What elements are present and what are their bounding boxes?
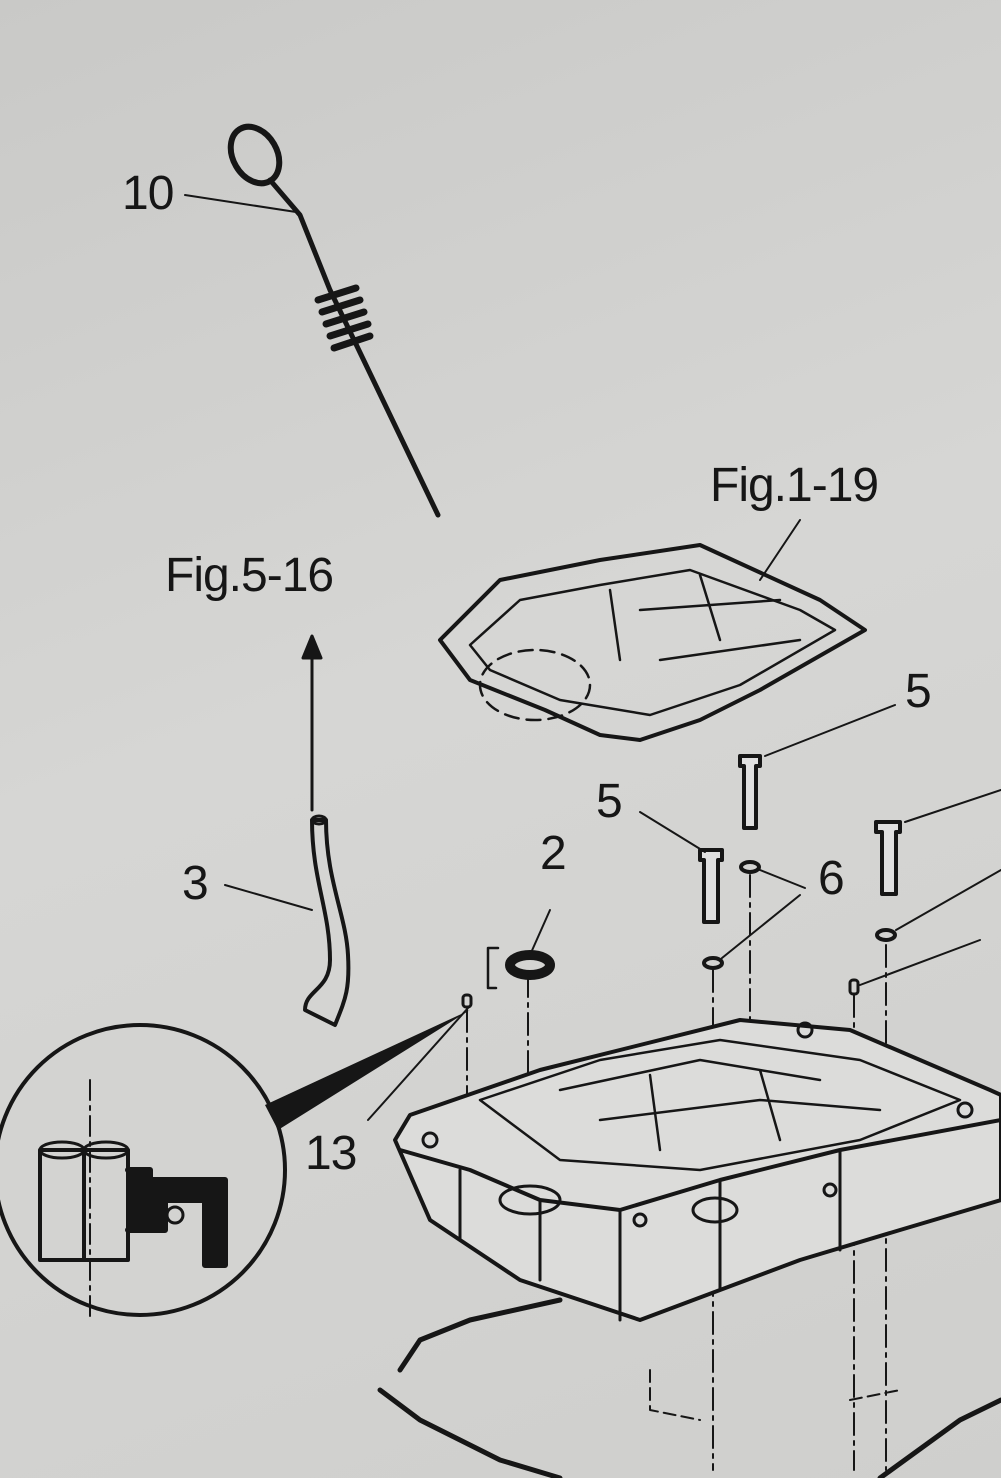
oil-pan-housing xyxy=(393,1018,1001,1322)
pins xyxy=(367,939,981,1121)
bolts xyxy=(639,704,1001,924)
label-hose: 3 xyxy=(182,857,209,910)
gasket-plate xyxy=(438,519,867,742)
label-seal: 2 xyxy=(540,827,567,880)
washers xyxy=(702,860,1001,970)
label-fig-1-19: Fig.1-19 xyxy=(710,459,879,512)
label-bolt-upper: 5 xyxy=(905,665,932,718)
hose-part xyxy=(224,814,351,1027)
dipstick-part xyxy=(184,123,441,518)
pan-gasket xyxy=(377,1297,1001,1478)
label-fig-5-16: Fig.5-16 xyxy=(165,549,334,602)
label-bolt-lower: 5 xyxy=(596,775,623,828)
seal-part xyxy=(486,909,555,990)
label-pin: 13 xyxy=(305,1127,357,1180)
label-washer: 6 xyxy=(818,852,845,905)
label-dipstick: 10 xyxy=(122,167,174,220)
up-arrow xyxy=(301,634,323,812)
detail-inset xyxy=(0,1010,470,1321)
